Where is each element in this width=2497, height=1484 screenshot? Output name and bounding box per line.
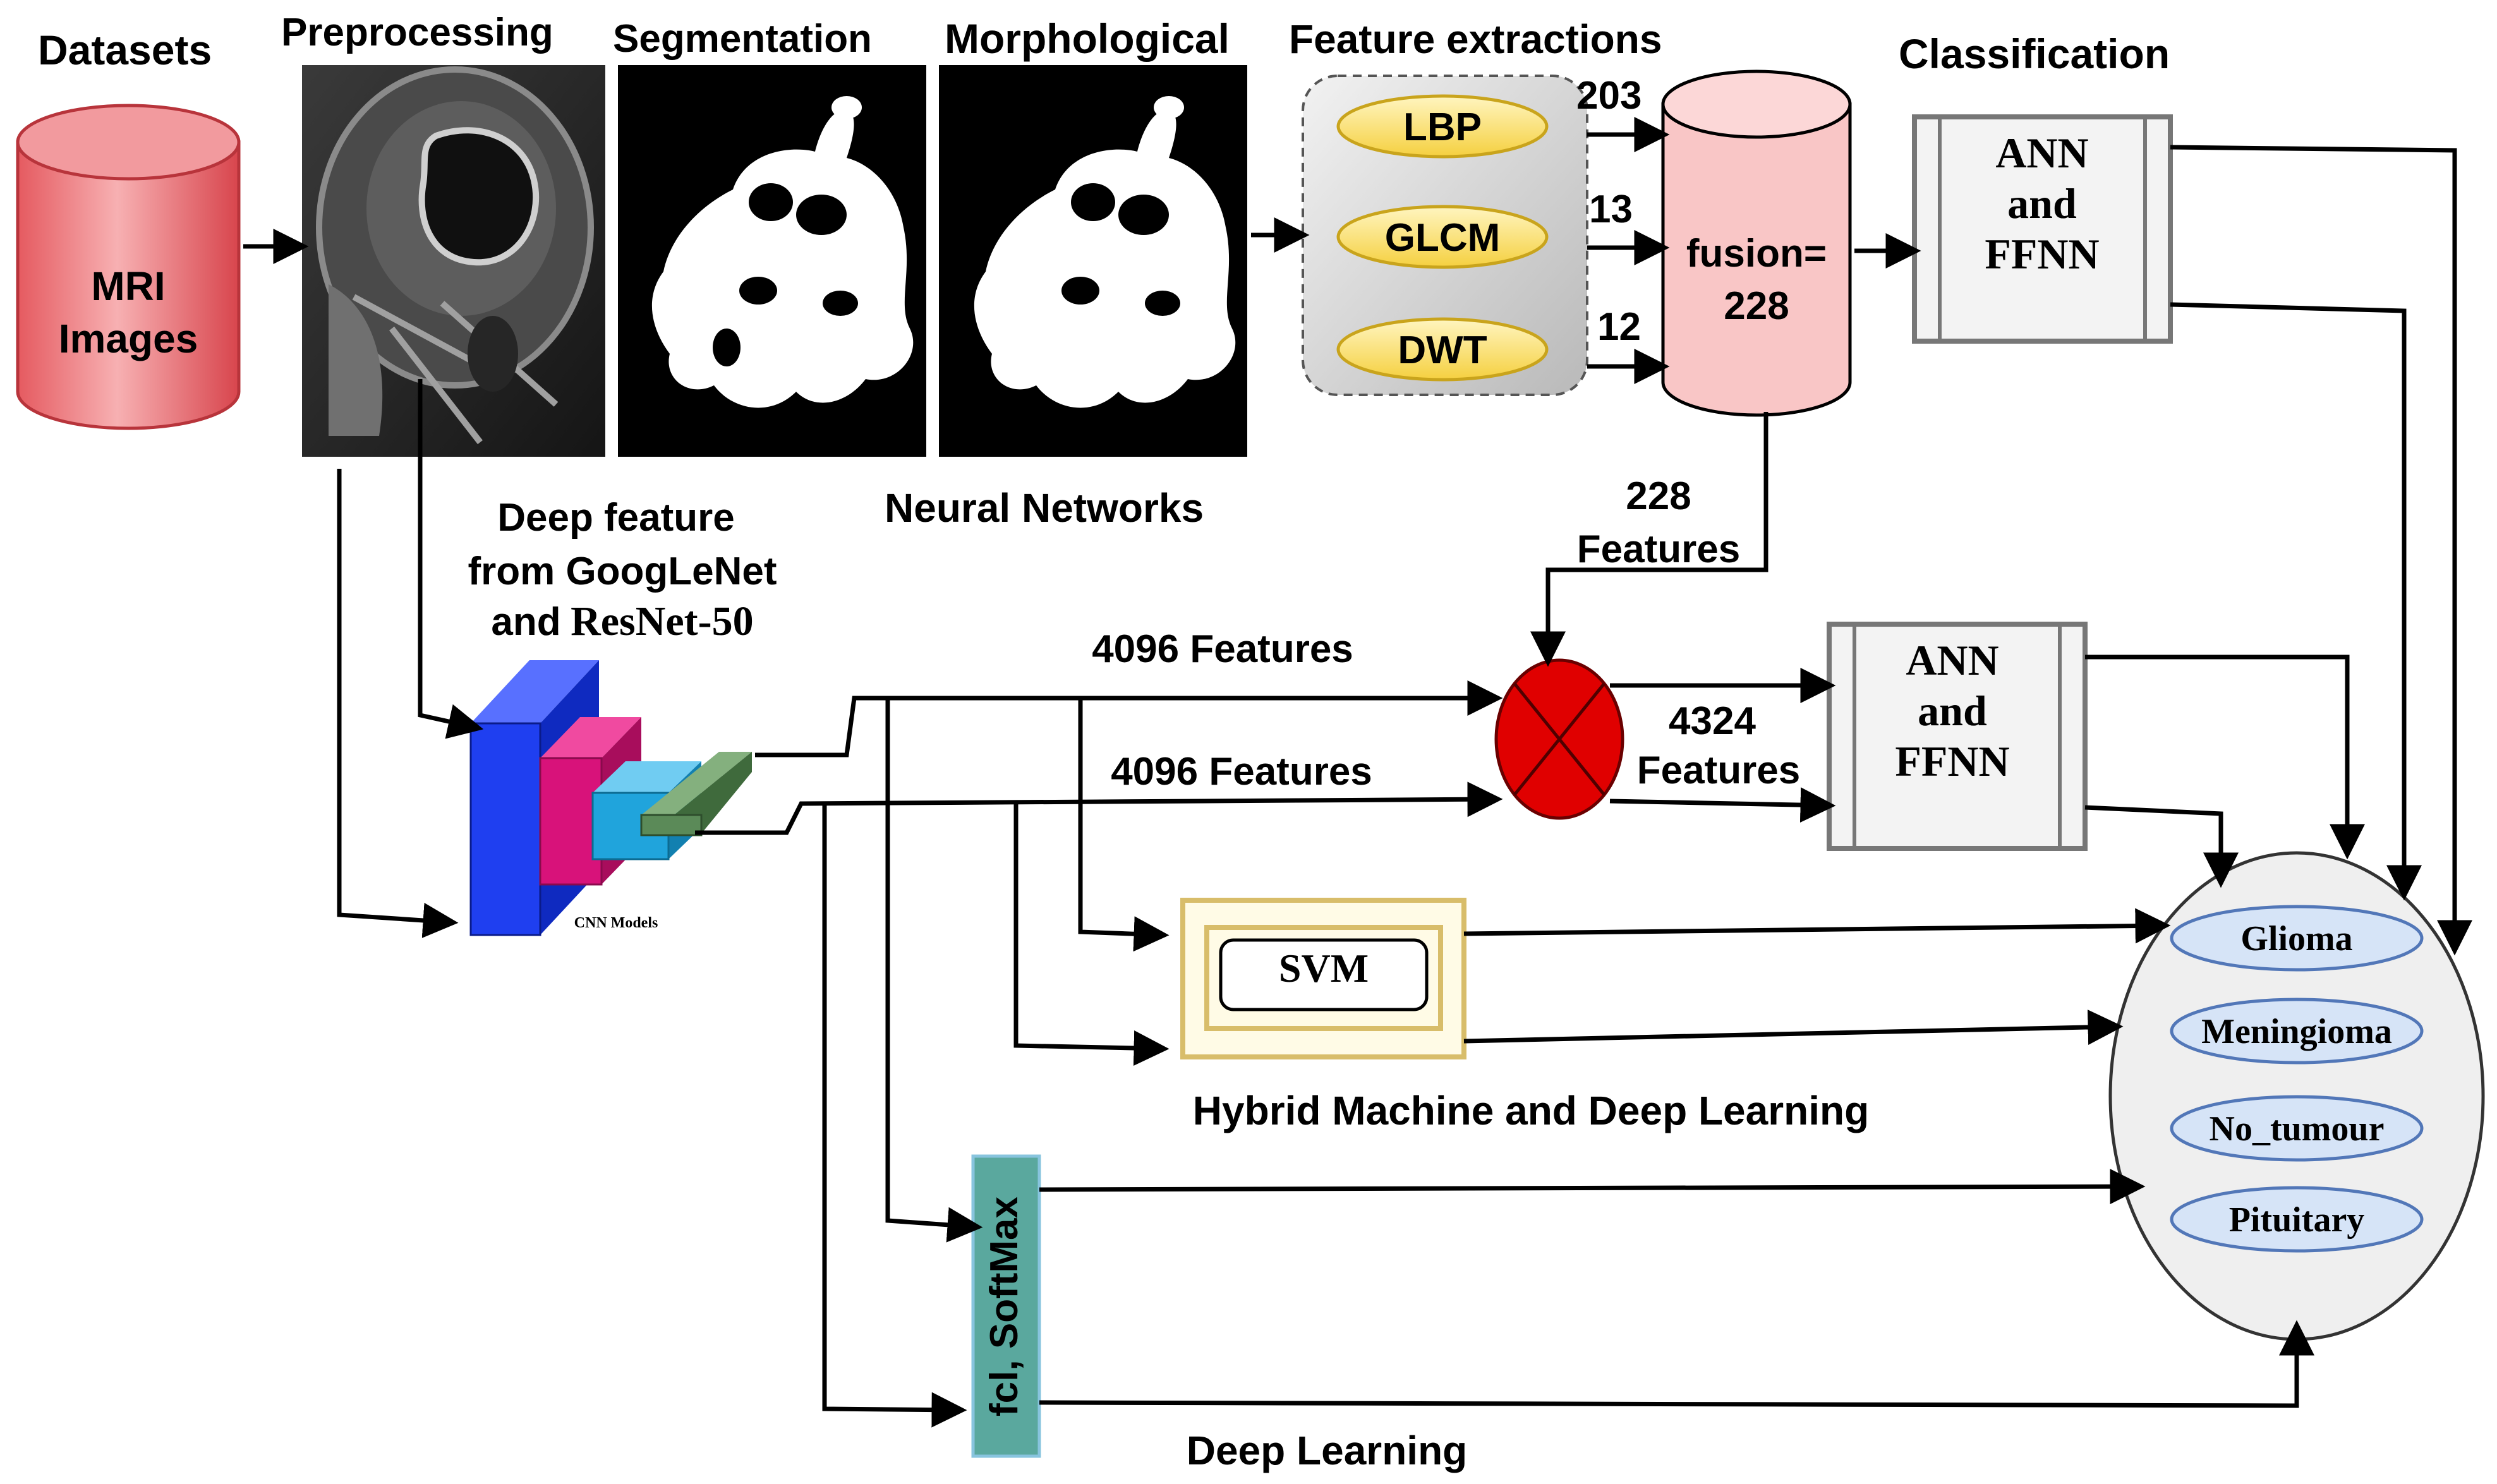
fusion-cylinder: fusion= 228 xyxy=(1661,69,1852,417)
arrow-node-to-classifier-b xyxy=(1609,787,1836,823)
combined-features-text: Features xyxy=(1637,749,1800,792)
arrow-features-to-svm-1 xyxy=(1078,698,1170,952)
deep-feature-model-name: ResNet-50 xyxy=(571,598,754,644)
classifier-ann-ffnn-top: ANN and FFNN xyxy=(1912,114,2173,344)
mri-label-line2: Images xyxy=(59,316,198,361)
dwt-feature-count: 12 xyxy=(1597,305,1641,349)
deep-feature-line1: Deep feature xyxy=(497,496,735,540)
arrow-features-to-svm-2 xyxy=(1013,804,1170,1066)
arrow-cnn-to-node-a xyxy=(755,680,1503,757)
classifier-top-line3: FFNN xyxy=(1985,230,2099,278)
fused-features-count: 228 xyxy=(1626,474,1691,518)
class-pituitary: Pituitary xyxy=(2170,1186,2424,1253)
class-no-tumour: No_tumour xyxy=(2170,1095,2424,1162)
header-feature-extractions: Feature extractions xyxy=(1289,16,1662,62)
classifier-mid-line1: ANN xyxy=(1906,636,1998,684)
arrow-fusion-to-node xyxy=(1530,412,1768,667)
classifier-top-line1: ANN xyxy=(1995,129,2088,177)
preprocessed-mri-image xyxy=(302,65,605,457)
arrow-preproc-to-cnn xyxy=(418,379,484,739)
svm-label: SVM xyxy=(1279,946,1369,991)
feature-extraction-panel: LBP GLCM DWT xyxy=(1302,75,1588,396)
arrow-softmax-to-output-2 xyxy=(1039,1320,2314,1408)
deep-features-label-b: 4096 Features xyxy=(1111,750,1372,793)
header-segmentation: Segmentation xyxy=(613,17,872,61)
glcm-feature-count: 13 xyxy=(1589,188,1633,231)
fcl-softmax-label: fcl, SoftMax xyxy=(982,1197,1026,1416)
hybrid-learning-label: Hybrid Machine and Deep Learning xyxy=(1193,1088,1869,1133)
header-classification: Classification xyxy=(1899,30,2170,77)
deep-feature-line2: from GoogLeNet xyxy=(468,550,777,593)
arrow-svm-to-output-2 xyxy=(1463,1010,2124,1046)
class-meningioma: Meningioma xyxy=(2170,998,2424,1065)
glcm-label: GLCM xyxy=(1385,216,1501,260)
lbp-label: LBP xyxy=(1403,106,1482,149)
fusion-label-line1: fusion= xyxy=(1686,232,1827,275)
connectors xyxy=(243,117,2472,1428)
cnn-models-label: CNN Models xyxy=(574,915,658,931)
feature-method-lbp: LBP xyxy=(1336,94,1549,159)
classifier-mid-line3: FFNN xyxy=(1895,737,2009,785)
header-datasets: Datasets xyxy=(38,27,212,73)
segmentation-mask-image xyxy=(618,65,926,457)
dwt-label: DWT xyxy=(1398,329,1487,372)
mri-label-line1: MRI xyxy=(91,263,165,309)
morphological-image xyxy=(939,65,1247,457)
arrow-features-to-softmax-2 xyxy=(822,805,967,1428)
arrow-mid-classifier-to-output-1 xyxy=(2085,655,2365,860)
header-morphological: Morphological xyxy=(945,15,1230,62)
classifier-mid-line2: and xyxy=(1918,687,1987,735)
arrow-svm-to-output-1 xyxy=(1463,908,2171,944)
mri-images-cylinder: MRI Images xyxy=(16,104,241,430)
arrow-image-to-cnn xyxy=(337,469,459,938)
lbp-feature-count: 203 xyxy=(1576,74,1641,118)
deep-feature-line3: and ResNet-50 xyxy=(491,598,753,644)
feature-method-glcm: GLCM xyxy=(1336,205,1549,269)
combined-features-count: 4324 xyxy=(1669,699,1756,743)
feature-method-dwt: DWT xyxy=(1336,317,1549,382)
header-preprocessing: Preprocessing xyxy=(281,11,553,54)
feature-fusion-node xyxy=(1494,658,1624,820)
arrow-top-classifier-to-output-2 xyxy=(2170,302,2422,901)
arrow-softmax-to-output-1 xyxy=(1039,1169,2146,1205)
class-glioma-label: Glioma xyxy=(2240,919,2352,958)
class-meningioma-label: Meningioma xyxy=(2201,1012,2392,1051)
class-pituitary-label: Pituitary xyxy=(2229,1200,2365,1240)
classifier-top-line2: and xyxy=(2007,179,2077,227)
arrow-features-to-softmax-1 xyxy=(885,698,983,1243)
fused-features-text: Features xyxy=(1577,528,1740,571)
deep-features-label-a: 4096 Features xyxy=(1092,627,1353,671)
svm-classifier: SVM xyxy=(1180,898,1466,1059)
classifier-ann-ffnn-mid: ANN and FFNN xyxy=(1827,622,2088,851)
class-no-tumour-label: No_tumour xyxy=(2210,1109,2385,1149)
arrow-mid-classifier-to-output-2 xyxy=(2084,805,2239,888)
cnn-models-block: CNN Models xyxy=(469,660,752,936)
arrow-cnn-to-node-b xyxy=(695,781,1503,835)
fusion-label-line2: 228 xyxy=(1724,284,1789,328)
deep-learning-label: Deep Learning xyxy=(1187,1428,1468,1473)
class-glioma: Glioma xyxy=(2170,905,2424,972)
output-classes-ellipse: Glioma Meningioma No_tumour Pituitary xyxy=(2108,851,2485,1341)
neural-networks-label: Neural Networks xyxy=(885,485,1204,531)
fcl-softmax-layer: fcl, SoftMax xyxy=(971,1154,1041,1458)
deep-feature-line3-prefix: and xyxy=(491,600,560,644)
arrow-top-classifier-to-output-1 xyxy=(2170,145,2472,956)
